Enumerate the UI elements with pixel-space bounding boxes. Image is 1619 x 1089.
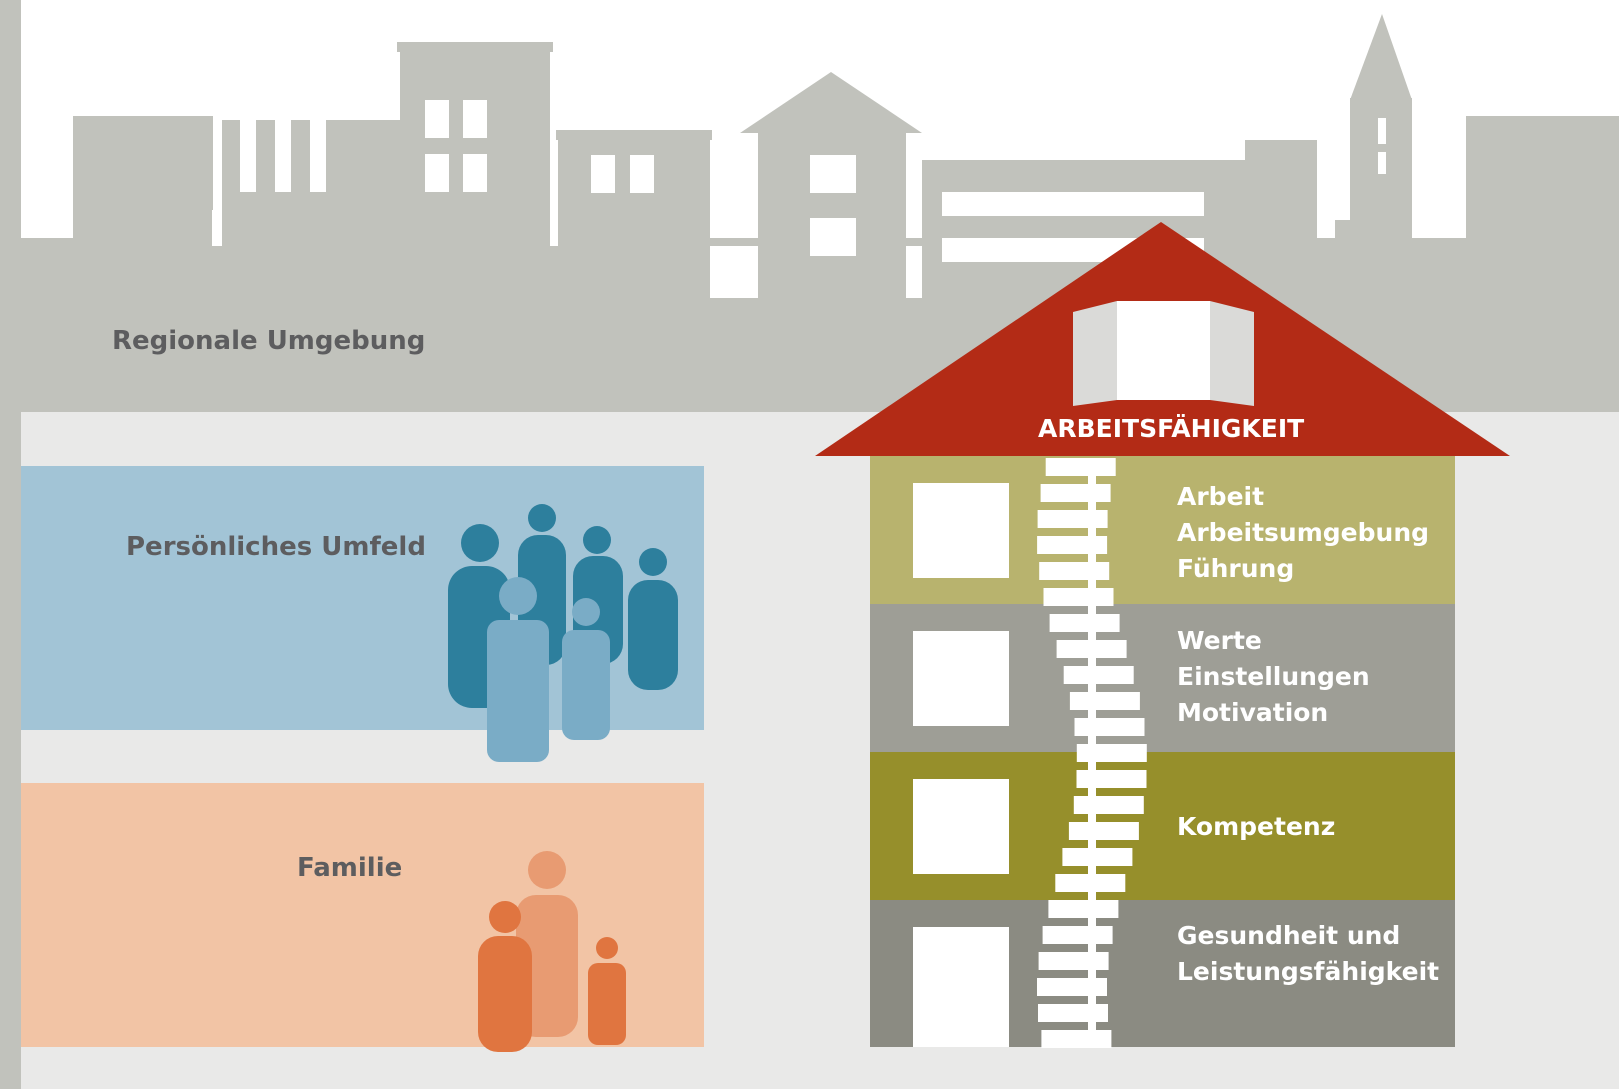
stair-step	[1038, 1004, 1108, 1022]
left-border-band	[0, 0, 21, 1089]
label-family: Familie	[297, 853, 403, 883]
floor-line: Arbeitsumgebung	[1177, 518, 1430, 547]
stair-step	[1063, 666, 1134, 684]
stair-step	[1043, 588, 1114, 606]
floor-line: Kompetenz	[1177, 812, 1336, 841]
stair-step	[1074, 718, 1145, 736]
roof-dormer-icon	[1073, 301, 1254, 406]
house-window	[913, 631, 1009, 726]
stair-step	[1069, 692, 1140, 710]
stair-step	[1042, 926, 1113, 944]
stair-step	[1040, 484, 1111, 502]
floor-line: Arbeit	[1177, 482, 1265, 511]
stair-step	[1037, 510, 1108, 528]
floor-line: Einstellungen	[1177, 662, 1370, 691]
stair-step	[1076, 744, 1147, 762]
house-window	[913, 779, 1009, 874]
floor-line: Werte	[1177, 626, 1262, 655]
stair-step	[1049, 614, 1120, 632]
label-personal-environment: Persönliches Umfeld	[126, 532, 426, 562]
stair-step	[1037, 536, 1108, 554]
stair-step	[1048, 900, 1119, 918]
stair-step	[1062, 848, 1133, 866]
floor-line: Leistungsfähigkeit	[1177, 957, 1440, 986]
people-group-icon	[448, 504, 678, 762]
floor-line: Führung	[1177, 554, 1295, 583]
house-door	[913, 927, 1009, 1047]
stair-step	[1037, 978, 1107, 996]
family-icon	[478, 851, 626, 1052]
floor-line: Motivation	[1177, 698, 1329, 727]
house-icon	[815, 222, 1510, 1047]
stair-step	[1041, 1030, 1112, 1048]
stair-step	[1068, 822, 1139, 840]
floor-values-text: Werte Einstellungen Motivation	[1177, 623, 1370, 731]
city-skyline-icon	[21, 14, 1619, 412]
house-window	[913, 483, 1009, 578]
house-title: ARBEITSFÄHIGKEIT	[1038, 414, 1305, 443]
stair-step	[1045, 458, 1116, 476]
staircase-icon	[1037, 458, 1147, 1048]
stair-step	[1073, 796, 1144, 814]
floor-competence-text: Kompetenz	[1177, 809, 1335, 845]
stair-spine	[1088, 458, 1096, 1047]
label-regional-environment: Regionale Umgebung	[112, 326, 426, 356]
floor-health-text: Gesundheit und Leistungsfähigkeit	[1177, 918, 1439, 990]
stair-step	[1076, 770, 1147, 788]
floor-line: Gesundheit und	[1177, 921, 1401, 950]
stair-step	[1038, 952, 1109, 970]
stair-step	[1039, 562, 1110, 580]
floor-work-text: Arbeit Arbeitsumgebung Führung	[1177, 479, 1429, 587]
